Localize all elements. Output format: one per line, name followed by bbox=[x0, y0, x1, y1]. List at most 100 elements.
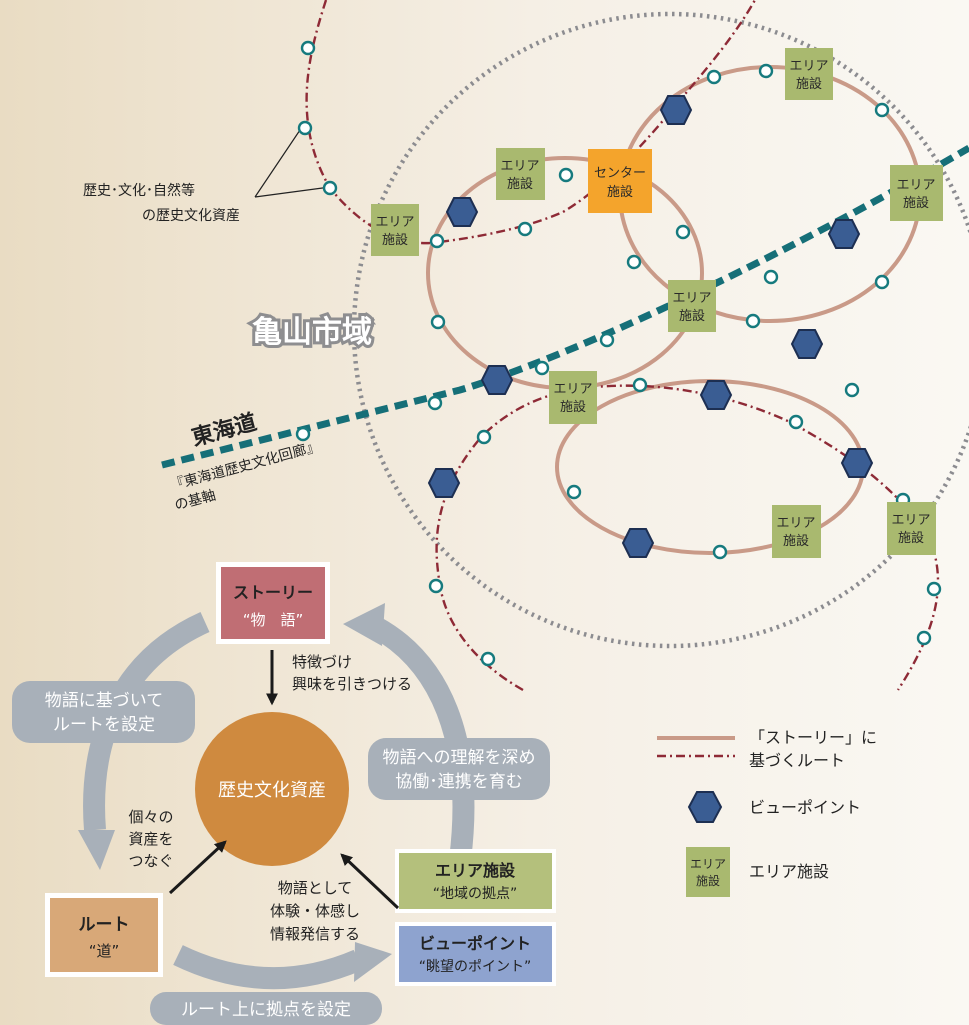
heritage-marker bbox=[322, 180, 338, 196]
heritage-marker bbox=[429, 233, 445, 249]
viewpoints bbox=[427, 95, 874, 558]
legend-area-icon bbox=[686, 847, 730, 897]
cycle-arrowhead-bottom bbox=[354, 942, 392, 982]
area-facility-box bbox=[496, 148, 545, 200]
area-facility-label: 施設 bbox=[560, 399, 586, 415]
area-facilities: エリア 施設 エリア 施設 エリア 施設 エリア 施設 エリア 施設 エリア 施… bbox=[371, 48, 943, 558]
area-facility-box bbox=[668, 280, 716, 332]
area-facility-label: エリア bbox=[553, 382, 592, 397]
heritage-marker bbox=[844, 382, 860, 398]
legend-area-label: エリア施設 bbox=[749, 862, 829, 881]
heritage-marker bbox=[599, 332, 615, 348]
route-south bbox=[435, 384, 940, 692]
pill-left-text: ルートを設定 bbox=[53, 715, 155, 735]
heritage-marker bbox=[427, 395, 443, 411]
legend-area-icon-label: 施設 bbox=[696, 873, 720, 888]
story-box bbox=[221, 567, 325, 639]
pill-left bbox=[12, 681, 195, 743]
pill-bottom-text: ルート上に拠点を設定 bbox=[181, 1000, 351, 1020]
pill-right-text: 協働･連携を育む bbox=[395, 772, 523, 792]
arrow-route-text: 個々の bbox=[128, 808, 173, 826]
viewpoint-box bbox=[399, 926, 552, 982]
heritage-label: 歴史･文化･自然等 bbox=[83, 182, 195, 199]
area-subtitle: “地域の拠点” bbox=[433, 886, 518, 902]
area-title: エリア施設 bbox=[435, 861, 516, 880]
heritage-marker bbox=[675, 224, 691, 240]
cycle-arrow-bottom bbox=[173, 945, 363, 990]
area-facility-label: 施設 bbox=[796, 76, 822, 92]
area-facility-box bbox=[890, 165, 943, 221]
heritage-markers bbox=[295, 40, 942, 667]
heritage-marker bbox=[926, 581, 942, 597]
heritage-marker bbox=[745, 313, 761, 329]
route-title: ルート bbox=[79, 915, 130, 935]
heritage-marker bbox=[788, 414, 804, 430]
viewpoint-hexagon bbox=[480, 365, 514, 395]
story-title: ストーリー bbox=[233, 583, 313, 602]
arrow-route-to-heritage bbox=[168, 840, 227, 895]
legend-viewpoint-label: ビューポイント bbox=[749, 798, 861, 817]
area-facility-label: 施設 bbox=[898, 530, 924, 546]
center-facility-box bbox=[588, 149, 652, 213]
area-facility-label: エリア bbox=[789, 59, 828, 74]
heritage-marker bbox=[763, 269, 779, 285]
arrow-route-text: つなぐ bbox=[128, 852, 173, 870]
heritage-marker bbox=[295, 426, 311, 442]
heritage-marker bbox=[297, 120, 313, 136]
arrow-exp-text: 物語として bbox=[278, 879, 353, 897]
heritage-circle-label: 歴史文化資産 bbox=[218, 780, 326, 801]
heritage-marker bbox=[916, 630, 932, 646]
heritage-circle bbox=[195, 712, 349, 866]
area-facility-label: 施設 bbox=[507, 176, 533, 192]
viewpoint-title: ビューポイント bbox=[419, 934, 531, 953]
heritage-marker bbox=[428, 578, 444, 594]
heritage-marker bbox=[476, 429, 492, 445]
heritage-marker bbox=[874, 274, 890, 290]
viewpoint-hexagon bbox=[659, 95, 693, 125]
heritage-marker bbox=[558, 167, 574, 183]
area-facility-label: 施設 bbox=[783, 533, 809, 549]
legend-area-icon-label: エリア bbox=[690, 857, 726, 871]
pill-bottom bbox=[150, 992, 382, 1025]
viewpoint-hexagon bbox=[427, 468, 461, 498]
pill-right bbox=[368, 738, 550, 800]
legend-route-label: 基づくルート bbox=[749, 751, 845, 770]
heritage-marker bbox=[300, 40, 316, 56]
area-facility-box bbox=[772, 505, 821, 558]
arrow-exp-text: 情報発信する bbox=[270, 925, 360, 943]
arrow-exp-text: 体験・体感し bbox=[270, 902, 360, 920]
heritage-marker bbox=[480, 651, 496, 667]
arrow-story-text: 興味を引きつける bbox=[292, 675, 412, 693]
heritage-marker bbox=[874, 102, 890, 118]
area-facility-label: 施設 bbox=[382, 232, 408, 248]
heritage-marker bbox=[566, 484, 582, 500]
area-facility-label: エリア bbox=[500, 159, 539, 174]
viewpoint-hexagon bbox=[790, 329, 824, 359]
route-box bbox=[50, 898, 158, 972]
heritage-marker bbox=[626, 254, 642, 270]
heritage-marker bbox=[712, 544, 728, 560]
center-facility-label: 施設 bbox=[607, 184, 633, 200]
cycle-arrow-right bbox=[366, 615, 475, 862]
cycle-arrowheads bbox=[78, 603, 392, 982]
routes bbox=[305, 0, 940, 692]
legend-viewpoint-icon bbox=[687, 791, 723, 823]
story-ring-left bbox=[426, 156, 704, 390]
legend: 「ストーリー」に 基づくルート ビューポイント エリア 施設 エリア施設 bbox=[657, 728, 877, 897]
route-subtitle: “道” bbox=[89, 942, 120, 960]
heritage-label: の歴史文化資産 bbox=[142, 208, 240, 224]
area-box bbox=[399, 853, 552, 909]
viewpoint-hexagon bbox=[827, 219, 861, 249]
viewpoint-hexagon bbox=[699, 380, 733, 410]
heritage-marker bbox=[430, 314, 446, 330]
arrow-area-to-heritage bbox=[340, 853, 400, 910]
area-facility-label: エリア bbox=[375, 215, 414, 230]
heritage-marker bbox=[534, 360, 550, 376]
legend-story-label: 「ストーリー」に bbox=[749, 728, 877, 747]
arrow-route-text: 資産を bbox=[128, 830, 173, 848]
area-facility-label: エリア bbox=[672, 291, 711, 306]
heritage-marker bbox=[632, 377, 648, 393]
cycle-arrowhead-left bbox=[78, 830, 115, 870]
area-facility-label: 施設 bbox=[903, 195, 929, 211]
